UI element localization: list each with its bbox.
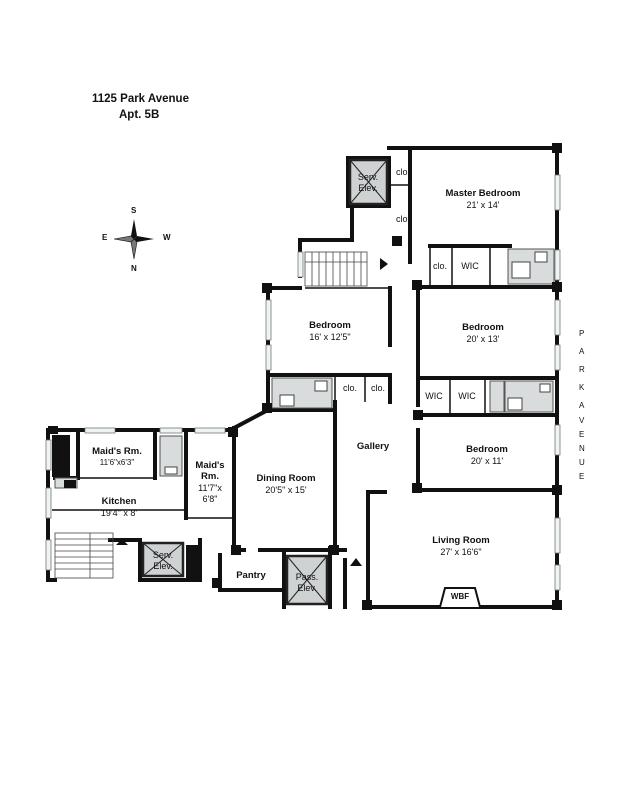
- stairs: [54, 251, 368, 579]
- maids-room-2-dim2: 6'8": [203, 494, 218, 504]
- master-bedroom-name: Master Bedroom: [446, 188, 521, 199]
- compass-rose-icon: [113, 219, 154, 260]
- compass-north-label: N: [131, 264, 137, 273]
- street-label: P A R K A V E N U E: [579, 329, 585, 481]
- bedroom-right-name: Bedroom: [462, 322, 504, 333]
- street-letter: E: [579, 430, 584, 439]
- serv-elev-top-line1: Serv.: [358, 172, 378, 182]
- walk-in-closet-label: WIC: [425, 391, 443, 401]
- closet-label: clo.: [396, 214, 410, 224]
- dining-room-name: Dining Room: [256, 473, 315, 484]
- street-letter: N: [579, 444, 585, 453]
- street-letter: P: [579, 329, 584, 338]
- compass-east-label: E: [102, 233, 108, 242]
- maids-room-2-dim1: 11'7"x: [198, 483, 222, 493]
- passenger-elevator-line1: Pass.: [296, 572, 319, 582]
- kitchen-dimensions: 19'4" x 8': [101, 508, 137, 518]
- serv-elev-bottom-line1: Serv.: [153, 550, 173, 560]
- street-letter: A: [579, 401, 585, 410]
- apartment-text: Apt. 5B: [119, 109, 159, 121]
- address-text: 1125 Park Avenue: [92, 93, 189, 105]
- closet-label: clo.: [433, 261, 447, 271]
- fireplace-label: WBF: [451, 592, 469, 601]
- bathroom-fixtures: [52, 248, 555, 578]
- maids-room-2-line2: Rm.: [201, 471, 219, 482]
- dining-room-dimensions: 20'5" x 15': [265, 485, 306, 495]
- kitchen-name: Kitchen: [102, 496, 137, 507]
- street-letter: E: [579, 472, 584, 481]
- living-room-name: Living Room: [432, 535, 490, 546]
- walk-in-closet-label: WIC: [458, 391, 476, 401]
- living-room-dimensions: 27' x 16'6": [440, 547, 481, 557]
- maids-room-1-dimensions: 11'6"x6'3": [100, 458, 135, 467]
- street-letter: K: [579, 383, 585, 392]
- bedroom-3-dimensions: 20' x 11': [471, 456, 504, 466]
- maids-room-1-name: Maid's Rm.: [92, 446, 142, 457]
- columns: [48, 143, 562, 610]
- street-letter: V: [579, 416, 585, 425]
- fireplace-icon: [439, 587, 481, 608]
- service-elevator-bottom: [141, 541, 185, 578]
- maids-room-2-line1: Maid's: [195, 460, 224, 471]
- service-elevator-top: [348, 158, 389, 206]
- gallery-label: Gallery: [357, 441, 390, 452]
- passenger-elevator-line2: Elev.: [297, 583, 316, 593]
- compass-west-label: W: [163, 233, 171, 242]
- serv-elev-top-line2: Elev.: [358, 183, 377, 193]
- serv-elev-bottom-line2: Elev.: [153, 561, 172, 571]
- windows: [45, 174, 561, 591]
- master-bedroom-dimensions: 21' x 14': [467, 200, 500, 210]
- street-letter: A: [579, 347, 585, 356]
- kitchen-arrow-icon: [116, 539, 128, 545]
- gallery-arrow-icon: [350, 558, 362, 566]
- pantry-label: Pantry: [236, 570, 266, 581]
- street-letter: U: [579, 458, 585, 467]
- bedroom-3-name: Bedroom: [466, 444, 508, 455]
- walk-in-closet-label: WIC: [461, 261, 479, 271]
- compass-south-label: S: [131, 206, 137, 215]
- closet-label: clo.: [343, 383, 357, 393]
- bedroom-left-name: Bedroom: [309, 320, 351, 331]
- bedroom-left-dimensions: 16' x 12'5": [309, 332, 350, 342]
- street-letter: R: [579, 365, 585, 374]
- passenger-elevator: [285, 554, 329, 606]
- bedroom-right-dimensions: 20' x 13': [467, 334, 500, 344]
- closet-label: clo.: [396, 167, 410, 177]
- closet-label: clo.: [371, 383, 385, 393]
- stair-arrow-icon: [380, 258, 388, 270]
